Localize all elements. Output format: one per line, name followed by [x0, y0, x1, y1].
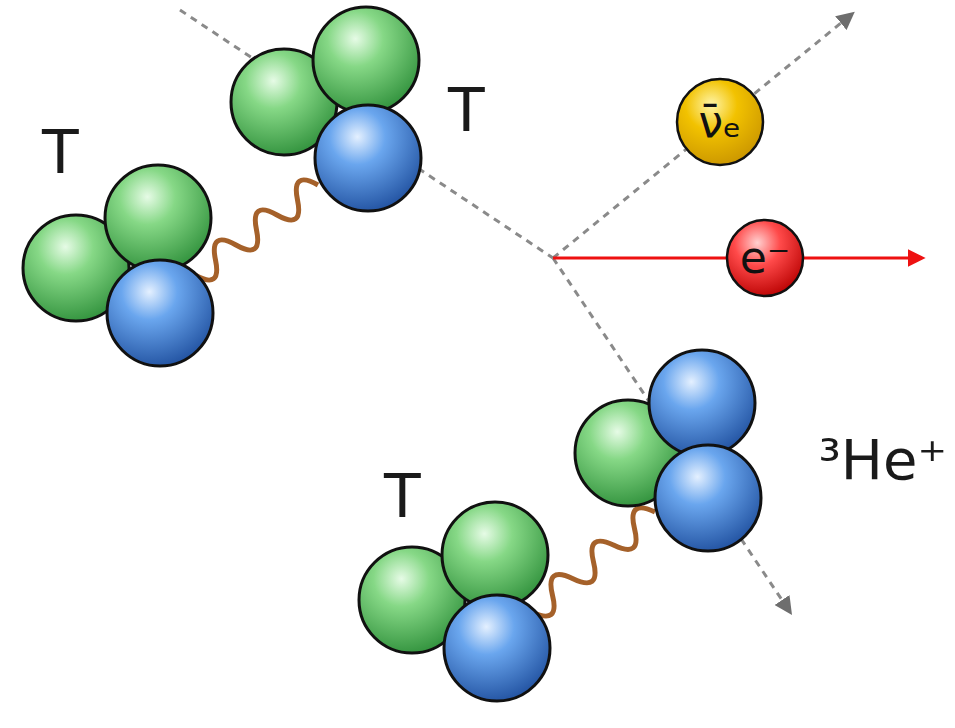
proton-sphere	[655, 445, 761, 551]
particle-symbol-box: e⁻	[725, 218, 805, 298]
proton-sphere	[315, 105, 421, 211]
molecule-label: T	[448, 80, 485, 140]
molecule-label: T	[384, 466, 421, 526]
bond-wave	[195, 180, 318, 280]
neutron-sphere	[313, 7, 419, 113]
particle-disc	[727, 220, 803, 296]
neutron-sphere	[442, 502, 548, 608]
electron-circle: e⁻	[725, 218, 805, 298]
tritium-molecule	[23, 165, 213, 366]
neutron-sphere	[105, 165, 211, 271]
tritium-molecule	[231, 7, 421, 211]
molecule-label: T	[42, 122, 79, 182]
proton-sphere	[444, 595, 550, 701]
trajectory-lines	[180, 10, 922, 612]
particle-symbol: e⁻	[740, 236, 790, 280]
helium-path	[553, 258, 790, 612]
antineutrino-circle: ν̄ₑ	[675, 77, 765, 167]
particle-disc	[677, 79, 763, 165]
particle-symbol-box: ν̄ₑ	[675, 77, 765, 167]
antineutrino-path	[553, 14, 852, 258]
helium-nucleus	[575, 350, 761, 551]
particle-symbol: ν̄ₑ	[699, 100, 742, 144]
bond-wave	[532, 508, 655, 616]
nucleus-label: ³He⁺	[818, 432, 947, 488]
proton-sphere	[107, 260, 213, 366]
proton-sphere	[649, 350, 755, 456]
tritium-molecule	[359, 502, 550, 701]
